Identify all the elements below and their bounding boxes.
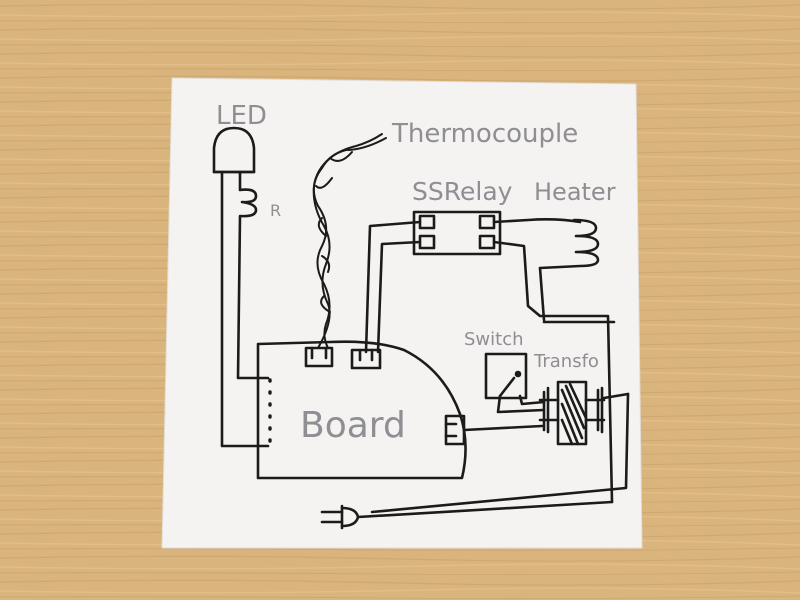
board-thermocouple-connector: [304, 346, 334, 368]
relay-control-wire-1: [364, 220, 422, 354]
transformer-board-wire: [462, 424, 544, 432]
transfo-label: Transfo: [533, 351, 599, 372]
paper-sheet: [161, 77, 643, 549]
heater-coil: [538, 218, 600, 270]
switch-label: Switch: [464, 329, 524, 350]
resistor-label: R: [270, 201, 281, 220]
thermocouple-wire: [312, 133, 387, 349]
transformer-symbol: [538, 380, 606, 446]
led-symbol: [212, 126, 256, 174]
board-label: Board: [300, 405, 406, 446]
switch-wire-2: [518, 394, 546, 406]
switch-wire-1: [496, 394, 546, 414]
switch-symbol: [484, 352, 528, 400]
thermocouple-label: Thermocouple: [391, 119, 578, 149]
ssrelay-label: SSRelay: [412, 177, 513, 206]
board-outline: [256, 340, 467, 480]
relay-load-wire: [492, 240, 614, 504]
mains-cord: [356, 500, 614, 519]
led-wire-right: [236, 170, 270, 380]
led-wire-left: [220, 170, 270, 448]
heater-label: Heater: [534, 178, 616, 206]
relay-control-wire-2: [376, 240, 422, 354]
transformer-mains-wire: [602, 392, 630, 400]
led-label: LED: [216, 101, 267, 131]
mains-right-vertical: [370, 392, 630, 514]
heater-return-wire: [538, 266, 546, 322]
